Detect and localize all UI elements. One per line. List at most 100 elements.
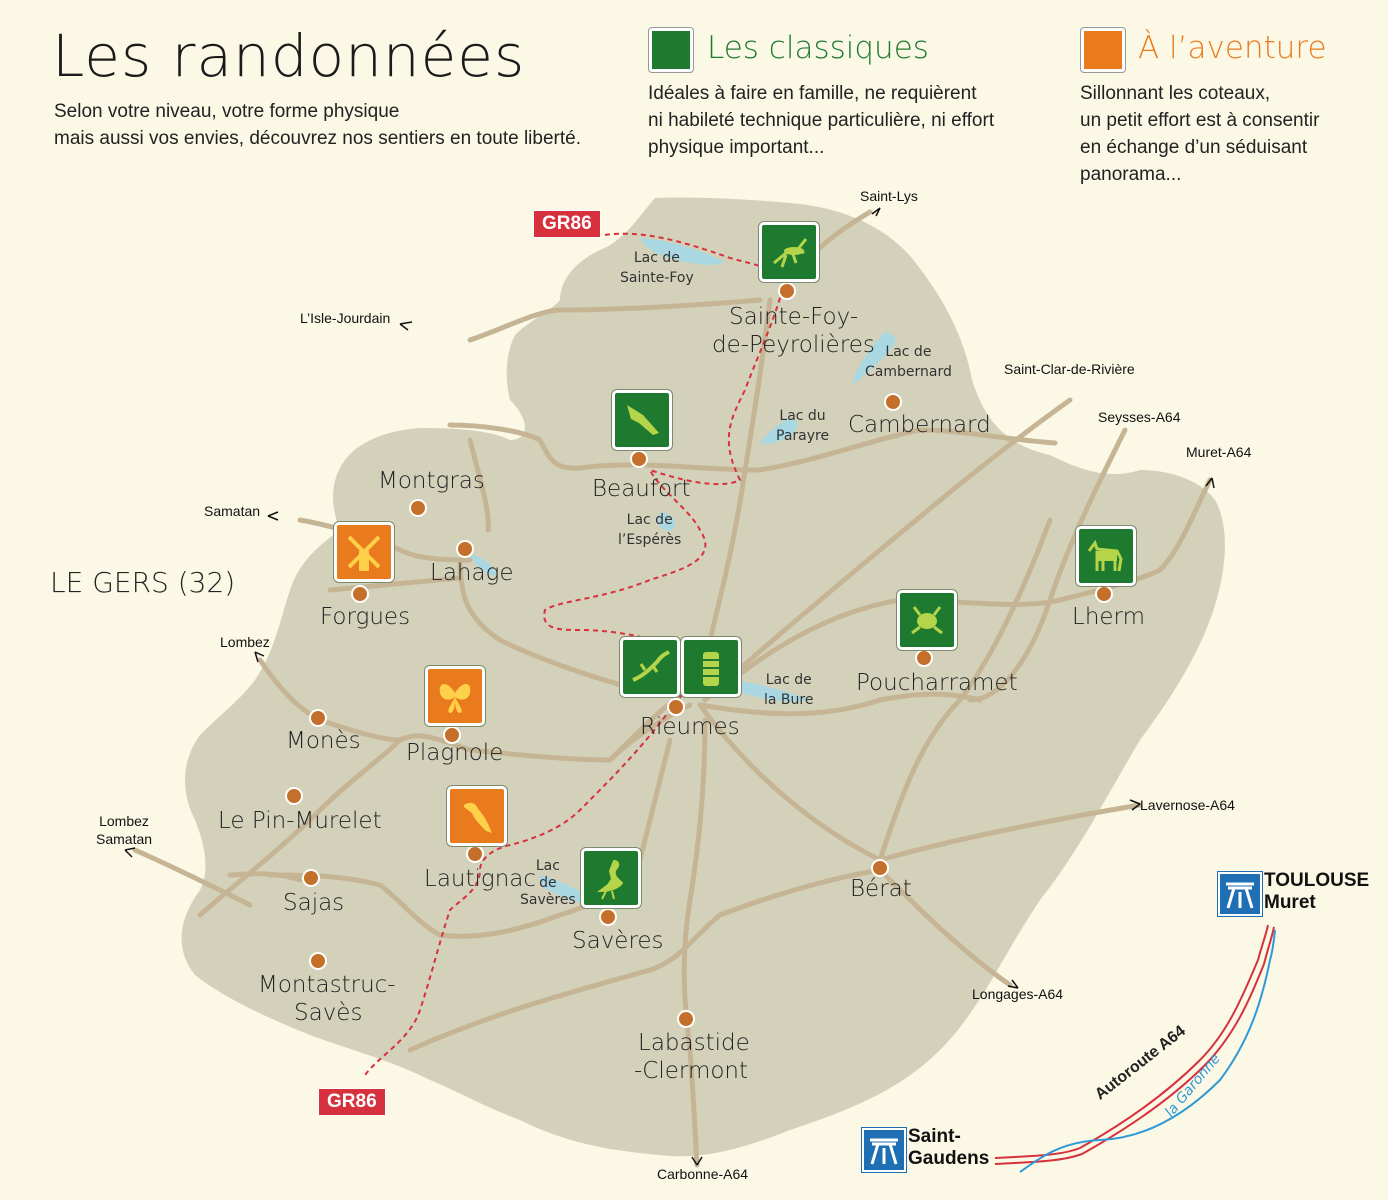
page-subtitle: Selon votre niveau, votre forme physique… <box>54 98 654 152</box>
lake-bure-label: Lac de la Bure <box>764 670 813 710</box>
town-beaufort: Beaufort <box>592 476 691 502</box>
frog-icon[interactable] <box>897 590 957 650</box>
butterfly-icon[interactable] <box>425 666 485 726</box>
village-dot[interactable] <box>302 869 320 887</box>
destination-lisle-jourdain: L’Isle-Jourdain <box>300 310 391 326</box>
songbird-icon[interactable] <box>447 786 507 846</box>
donkey-glyph <box>1087 539 1123 572</box>
legend-adventure-line: un petit effort est à consentir <box>1080 110 1320 131</box>
town-labastide-line1: Labastide <box>638 1030 750 1056</box>
destination-seysses: Seysses-A64 <box>1098 409 1181 425</box>
destination-lombez-samatan: Lombez Samatan <box>96 812 152 848</box>
lizard-glyph <box>632 650 670 682</box>
lake-lahage-shape <box>470 555 498 576</box>
legend-adventure-line: en échange d’un séduisant <box>1080 137 1308 158</box>
lake-label-line: Lac de <box>765 672 812 688</box>
village-dot[interactable] <box>871 859 889 877</box>
lake-sainte-foy-label: Lac de Sainte-Foy <box>620 248 694 288</box>
lake-label-line: la Bure <box>764 692 814 708</box>
legend-adventure-description: Sillonnant les coteaux, un petit effort … <box>1080 80 1319 188</box>
destination-muret: Muret-A64 <box>1186 444 1252 460</box>
lake-label-line: Lac de <box>626 512 673 528</box>
lake-label-line: Cambernard <box>865 364 952 380</box>
songbird-glyph <box>464 802 492 833</box>
destination-lavernose: Lavernose-A64 <box>1140 797 1235 813</box>
town-sajas: Sajas <box>283 890 345 916</box>
highway-a64 <box>994 924 1275 1165</box>
garonne-river <box>1019 929 1276 1173</box>
lakes <box>470 238 896 905</box>
highway-sign-icon-saint-gaudens <box>862 1128 906 1172</box>
destination-samatan: Samatan <box>204 503 261 519</box>
bird-of-prey-icon[interactable] <box>612 390 672 450</box>
village-dot[interactable] <box>667 698 685 716</box>
destination-saint-clar: Saint-Clar-de-Rivière <box>1004 361 1135 377</box>
bird-of-prey-glyph <box>627 405 659 435</box>
legend-classic-title: Les classiques <box>707 30 929 66</box>
heron-icon[interactable] <box>581 848 641 908</box>
lake-label-line: Lac de <box>633 250 680 266</box>
highway-destination-line: Saint- <box>908 1126 961 1147</box>
village-dot[interactable] <box>778 282 796 300</box>
road-arrows <box>124 207 1215 1166</box>
town-berat: Bérat <box>850 876 912 902</box>
town-saveres: Savères <box>572 928 664 954</box>
village-dot[interactable] <box>456 540 474 558</box>
lake-sainte-foy-shape <box>640 238 725 265</box>
donkey-icon[interactable] <box>1076 526 1136 586</box>
village-dot[interactable] <box>884 393 902 411</box>
highway-destination-toulouse: TOULOUSE Muret <box>1264 870 1369 914</box>
windmill-icon[interactable] <box>334 522 394 582</box>
town-le-pin-murelet: Le Pin-Murelet <box>218 808 382 834</box>
village-dot[interactable] <box>677 1010 695 1028</box>
lizard-icon[interactable] <box>620 637 680 697</box>
heron-glyph <box>596 859 624 900</box>
village-dot[interactable] <box>599 908 617 926</box>
frog-glyph <box>911 606 943 635</box>
town-sainte-foy-line2: de-Peyrolières <box>712 332 875 358</box>
highway-destination-saint-gaudens: Saint- Gaudens <box>908 1126 989 1170</box>
village-dot[interactable] <box>915 649 933 667</box>
village-dot[interactable] <box>309 709 327 727</box>
highway-destination-line: Gaudens <box>908 1148 990 1169</box>
lake-label-line: Parayre <box>776 428 830 444</box>
village-dot[interactable] <box>285 787 303 805</box>
legend-classic-line: Idéales à faire en famille, ne requièren… <box>648 83 977 104</box>
lake-label-line: Lac du <box>779 408 826 424</box>
tower-glyph <box>703 652 719 686</box>
destination-saint-lys: Saint-Lys <box>860 188 918 204</box>
lake-label-line: l’Espérès <box>618 532 682 548</box>
destination-carbonne: Carbonne-A64 <box>657 1166 749 1182</box>
village-dot[interactable] <box>351 585 369 603</box>
village-dot[interactable] <box>630 450 648 468</box>
highway-sign-icon-toulouse <box>1218 872 1262 916</box>
tower-icon[interactable] <box>681 637 741 697</box>
lake-bure-shape <box>735 680 810 702</box>
legend-adventure-line: panorama... <box>1080 164 1182 185</box>
destination-longages: Longages-A64 <box>972 986 1064 1002</box>
lake-saveres-label: Lac de Savères <box>520 858 576 909</box>
highway-destination-line: Muret <box>1264 892 1316 913</box>
lake-label-line: Lac <box>535 858 560 874</box>
village-dot[interactable] <box>1095 585 1113 603</box>
village-dot[interactable] <box>443 726 461 744</box>
gr86-marker-top: GR86 <box>533 210 601 238</box>
destination-line: Samatan <box>96 831 153 847</box>
grasshopper-icon[interactable] <box>759 222 819 282</box>
destination-lombez: Lombez <box>220 634 270 650</box>
legend-classic-line: physique important... <box>648 137 825 158</box>
road-network <box>132 209 1213 1168</box>
destination-line: Lombez <box>99 813 149 829</box>
highway-destination-line: TOULOUSE <box>1264 870 1370 891</box>
windmill-glyph <box>347 535 381 571</box>
legend-classic-description: Idéales à faire en famille, ne requièren… <box>648 80 994 161</box>
town-cambernard: Cambernard <box>848 412 991 438</box>
village-dot[interactable] <box>409 499 427 517</box>
village-dot[interactable] <box>309 952 327 970</box>
highway-glyph <box>1226 882 1254 909</box>
town-rieumes: Rieumes <box>640 714 740 740</box>
lake-cambernard-shape <box>852 332 896 385</box>
village-dot[interactable] <box>466 845 484 863</box>
legend-adventure-line: Sillonnant les coteaux, <box>1080 83 1271 104</box>
lake-parayre-shape <box>760 418 798 444</box>
